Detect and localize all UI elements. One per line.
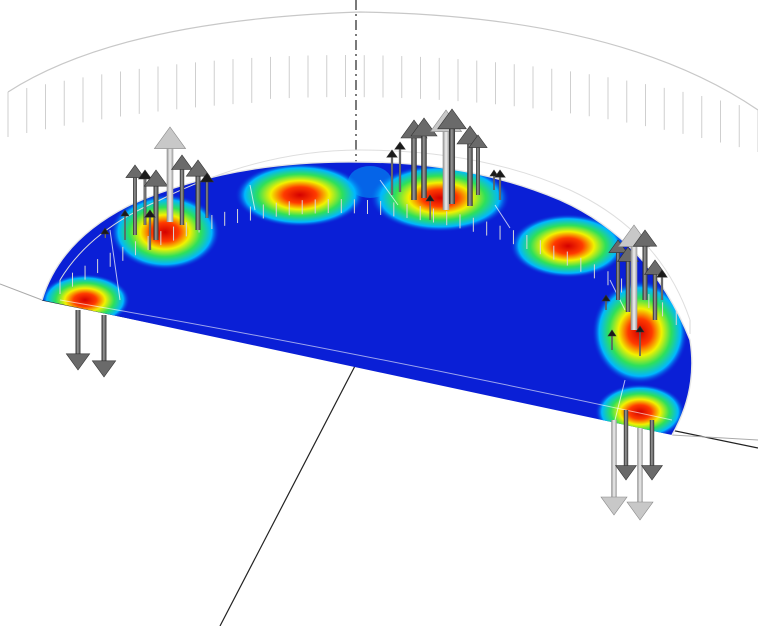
force-arrow-down [641, 420, 663, 481]
force-arrow-up [153, 126, 187, 222]
force-arrow-up [489, 169, 499, 190]
force-arrow-up [644, 259, 666, 320]
outer-cylinder [7, 11, 758, 152]
force-arrow-down [615, 410, 637, 481]
force-arrow-up [494, 169, 506, 200]
force-arrow-up [199, 172, 215, 218]
hotspot [42, 274, 130, 326]
force-arrow-down [600, 420, 628, 516]
force-vectors [65, 108, 668, 521]
force-arrow-up [468, 134, 488, 195]
force-arrow-up [601, 294, 611, 310]
force-arrow-up [171, 154, 193, 225]
half-disc-plate [41, 149, 693, 436]
force-arrow-up [144, 209, 156, 250]
force-arrow-up [425, 194, 435, 220]
force-arrow-down [626, 428, 654, 521]
force-arrow-up [386, 149, 398, 195]
force-arrow-up [394, 141, 406, 192]
force-arrow-up [143, 169, 169, 240]
hotspot [110, 194, 220, 270]
force-arrow-up [137, 169, 153, 225]
force-arrow-up [185, 159, 211, 230]
hotspot [370, 164, 510, 232]
force-arrow-up [100, 227, 110, 238]
force-arrow-up [635, 325, 645, 356]
force-arrow-up [437, 108, 467, 204]
force-arrow-up [120, 209, 130, 240]
hotspot [235, 163, 365, 227]
force-arrow-up [125, 164, 145, 235]
force-arrow-up [632, 229, 658, 300]
hotspot [510, 214, 626, 278]
force-arrow-up [656, 269, 668, 300]
force-arrow-down [91, 315, 117, 378]
force-arrow-up [607, 329, 617, 350]
force-arrow-down [65, 310, 91, 371]
vertical-axis-lower [219, 363, 357, 626]
